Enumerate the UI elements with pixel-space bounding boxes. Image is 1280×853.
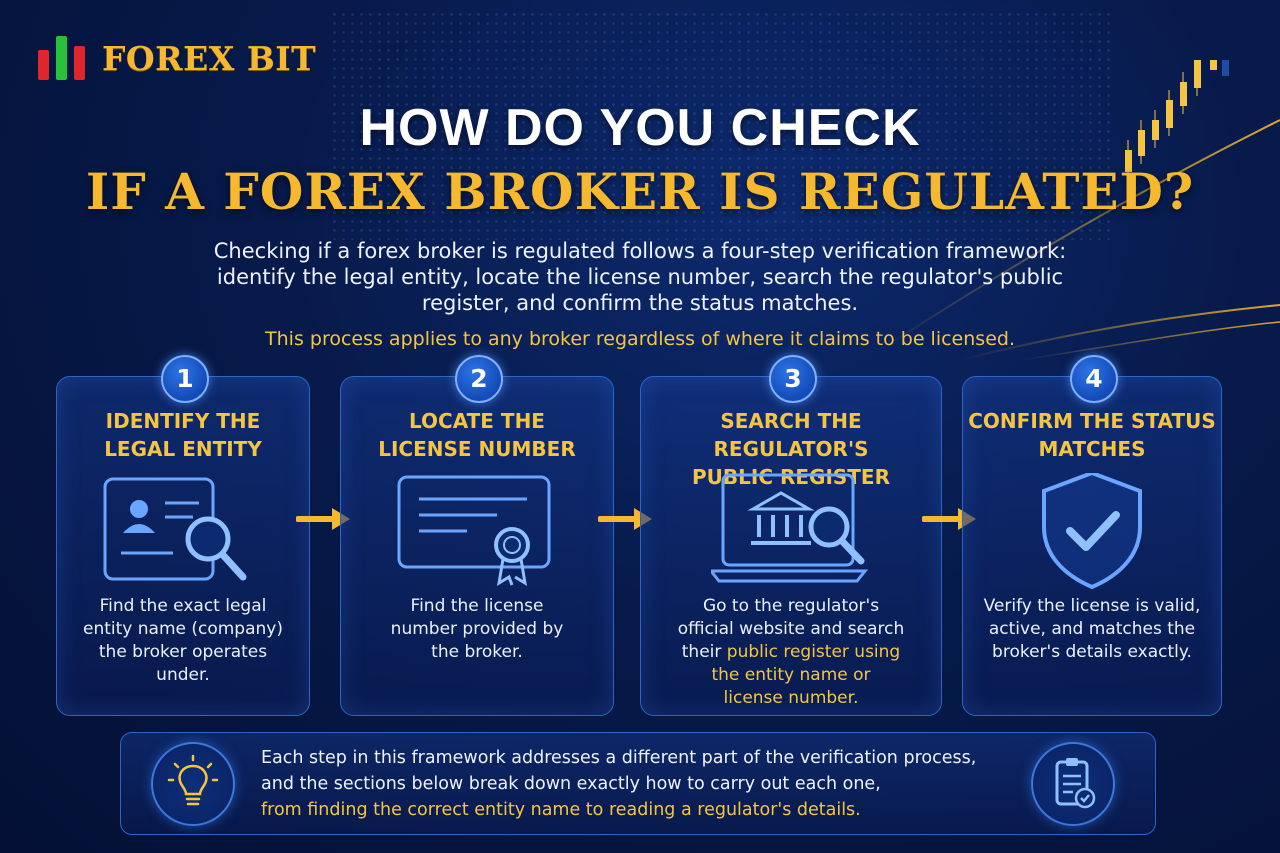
step-desc-line: Go to the regulator's [702,596,880,616]
lightbulb-icon-badge [151,742,235,826]
step-desc-line: entity name (company) [83,619,283,639]
step-title: CONFIRM THE STATUS MATCHES [963,407,1221,463]
step-desc-line: number provided by [390,619,564,639]
step-desc-highlight: license number. [723,688,859,708]
intro-line: Checking if a forex broker is regulated … [213,239,1067,263]
step-title: LOCATE THE LICENSE NUMBER [341,407,613,463]
candlestick-chart-decoration [879,60,1280,360]
step-title: IDENTIFY THE LEGAL ENTITY [57,407,309,463]
step-title-line: LICENSE NUMBER [378,437,576,461]
step-desc-text: their [681,642,727,662]
step-desc-line: the broker. [431,642,523,662]
world-map-dots [330,10,1110,240]
step-desc-highlight: public register using [726,642,901,662]
step-title-line: LOCATE THE [409,409,545,433]
step-title-line: SEARCH THE REGULATOR'S [713,409,869,461]
step-card-3: 3 SEARCH THE REGULATOR'S PUBLIC REGISTER… [640,355,942,716]
footer-callout: Each step in this framework addresses a … [120,732,1156,835]
step-desc-highlight: the entity name or [711,665,871,685]
brand-name: FOREX BIT [102,38,317,78]
step-desc-line: their public register using [655,641,927,664]
step-desc-line: Verify the license is valid, [983,596,1201,616]
candlestick-logo-icon [36,30,96,86]
footer-text: Each step in this framework addresses a … [261,745,1021,823]
page-title-line-2: IF A FOREX BROKER IS REGULATED? [85,162,1195,221]
step-description: Verify the license is valid, active, and… [977,595,1207,664]
step-desc-line: Find the exact legal [99,596,267,616]
step-title-line: MATCHES [1038,437,1146,461]
id-card-search-icon [103,477,247,581]
step-desc-line: under. [156,665,210,685]
lightbulb-icon [167,754,219,806]
step-card-1: 1 IDENTIFY THE LEGAL ENTITY Find the exa… [56,355,310,716]
step-description: Find the license number provided by the … [355,595,599,664]
intro-line: identify the legal entity, locate the li… [216,265,1064,289]
step-card-2: 2 LOCATE THE LICENSE NUMBER Find the lic… [340,355,614,716]
footer-line: and the sections below break down exactl… [261,774,881,794]
step-desc-line: broker's details exactly. [992,642,1192,662]
intro-paragraph: Checking if a forex broker is regulated … [150,238,1130,316]
brand-logo[interactable]: FOREX BIT [36,30,316,86]
step-description: Find the exact legal entity name (compan… [71,595,295,687]
step-card-4: 4 CONFIRM THE STATUS MATCHES Verify the … [962,355,1222,716]
footer-line: Each step in this framework addresses a … [261,748,977,768]
step-number-badge: 2 [455,355,503,403]
clipboard-check-icon [1055,758,1096,809]
step-desc-line: active, and matches the [988,619,1196,639]
step-number-badge: 1 [161,355,209,403]
page-title-line-1: HOW DO YOU CHECK [359,99,921,157]
scope-note: This process applies to any broker regar… [265,328,1015,350]
intro-line: register, and confirm the status matches… [421,291,859,315]
certificate-icon [397,475,551,586]
laptop-bank-search-icon [711,473,869,583]
step-number-badge: 3 [769,355,817,403]
step-title-line: LEGAL ENTITY [104,437,262,461]
step-title-line: IDENTIFY THE [105,409,261,433]
step-desc-line: the broker operates [98,642,268,662]
step-desc-line: official website and search [677,619,905,639]
shield-check-icon [1042,473,1142,590]
footer-highlight-line: from finding the correct entity name to … [261,800,861,820]
step-desc-line: Find the license [410,596,544,616]
clipboard-icon-badge [1031,742,1115,826]
step-description: Go to the regulator's official website a… [655,595,927,710]
step-number-badge: 4 [1070,355,1118,403]
step-title-line: CONFIRM THE STATUS [968,409,1216,433]
